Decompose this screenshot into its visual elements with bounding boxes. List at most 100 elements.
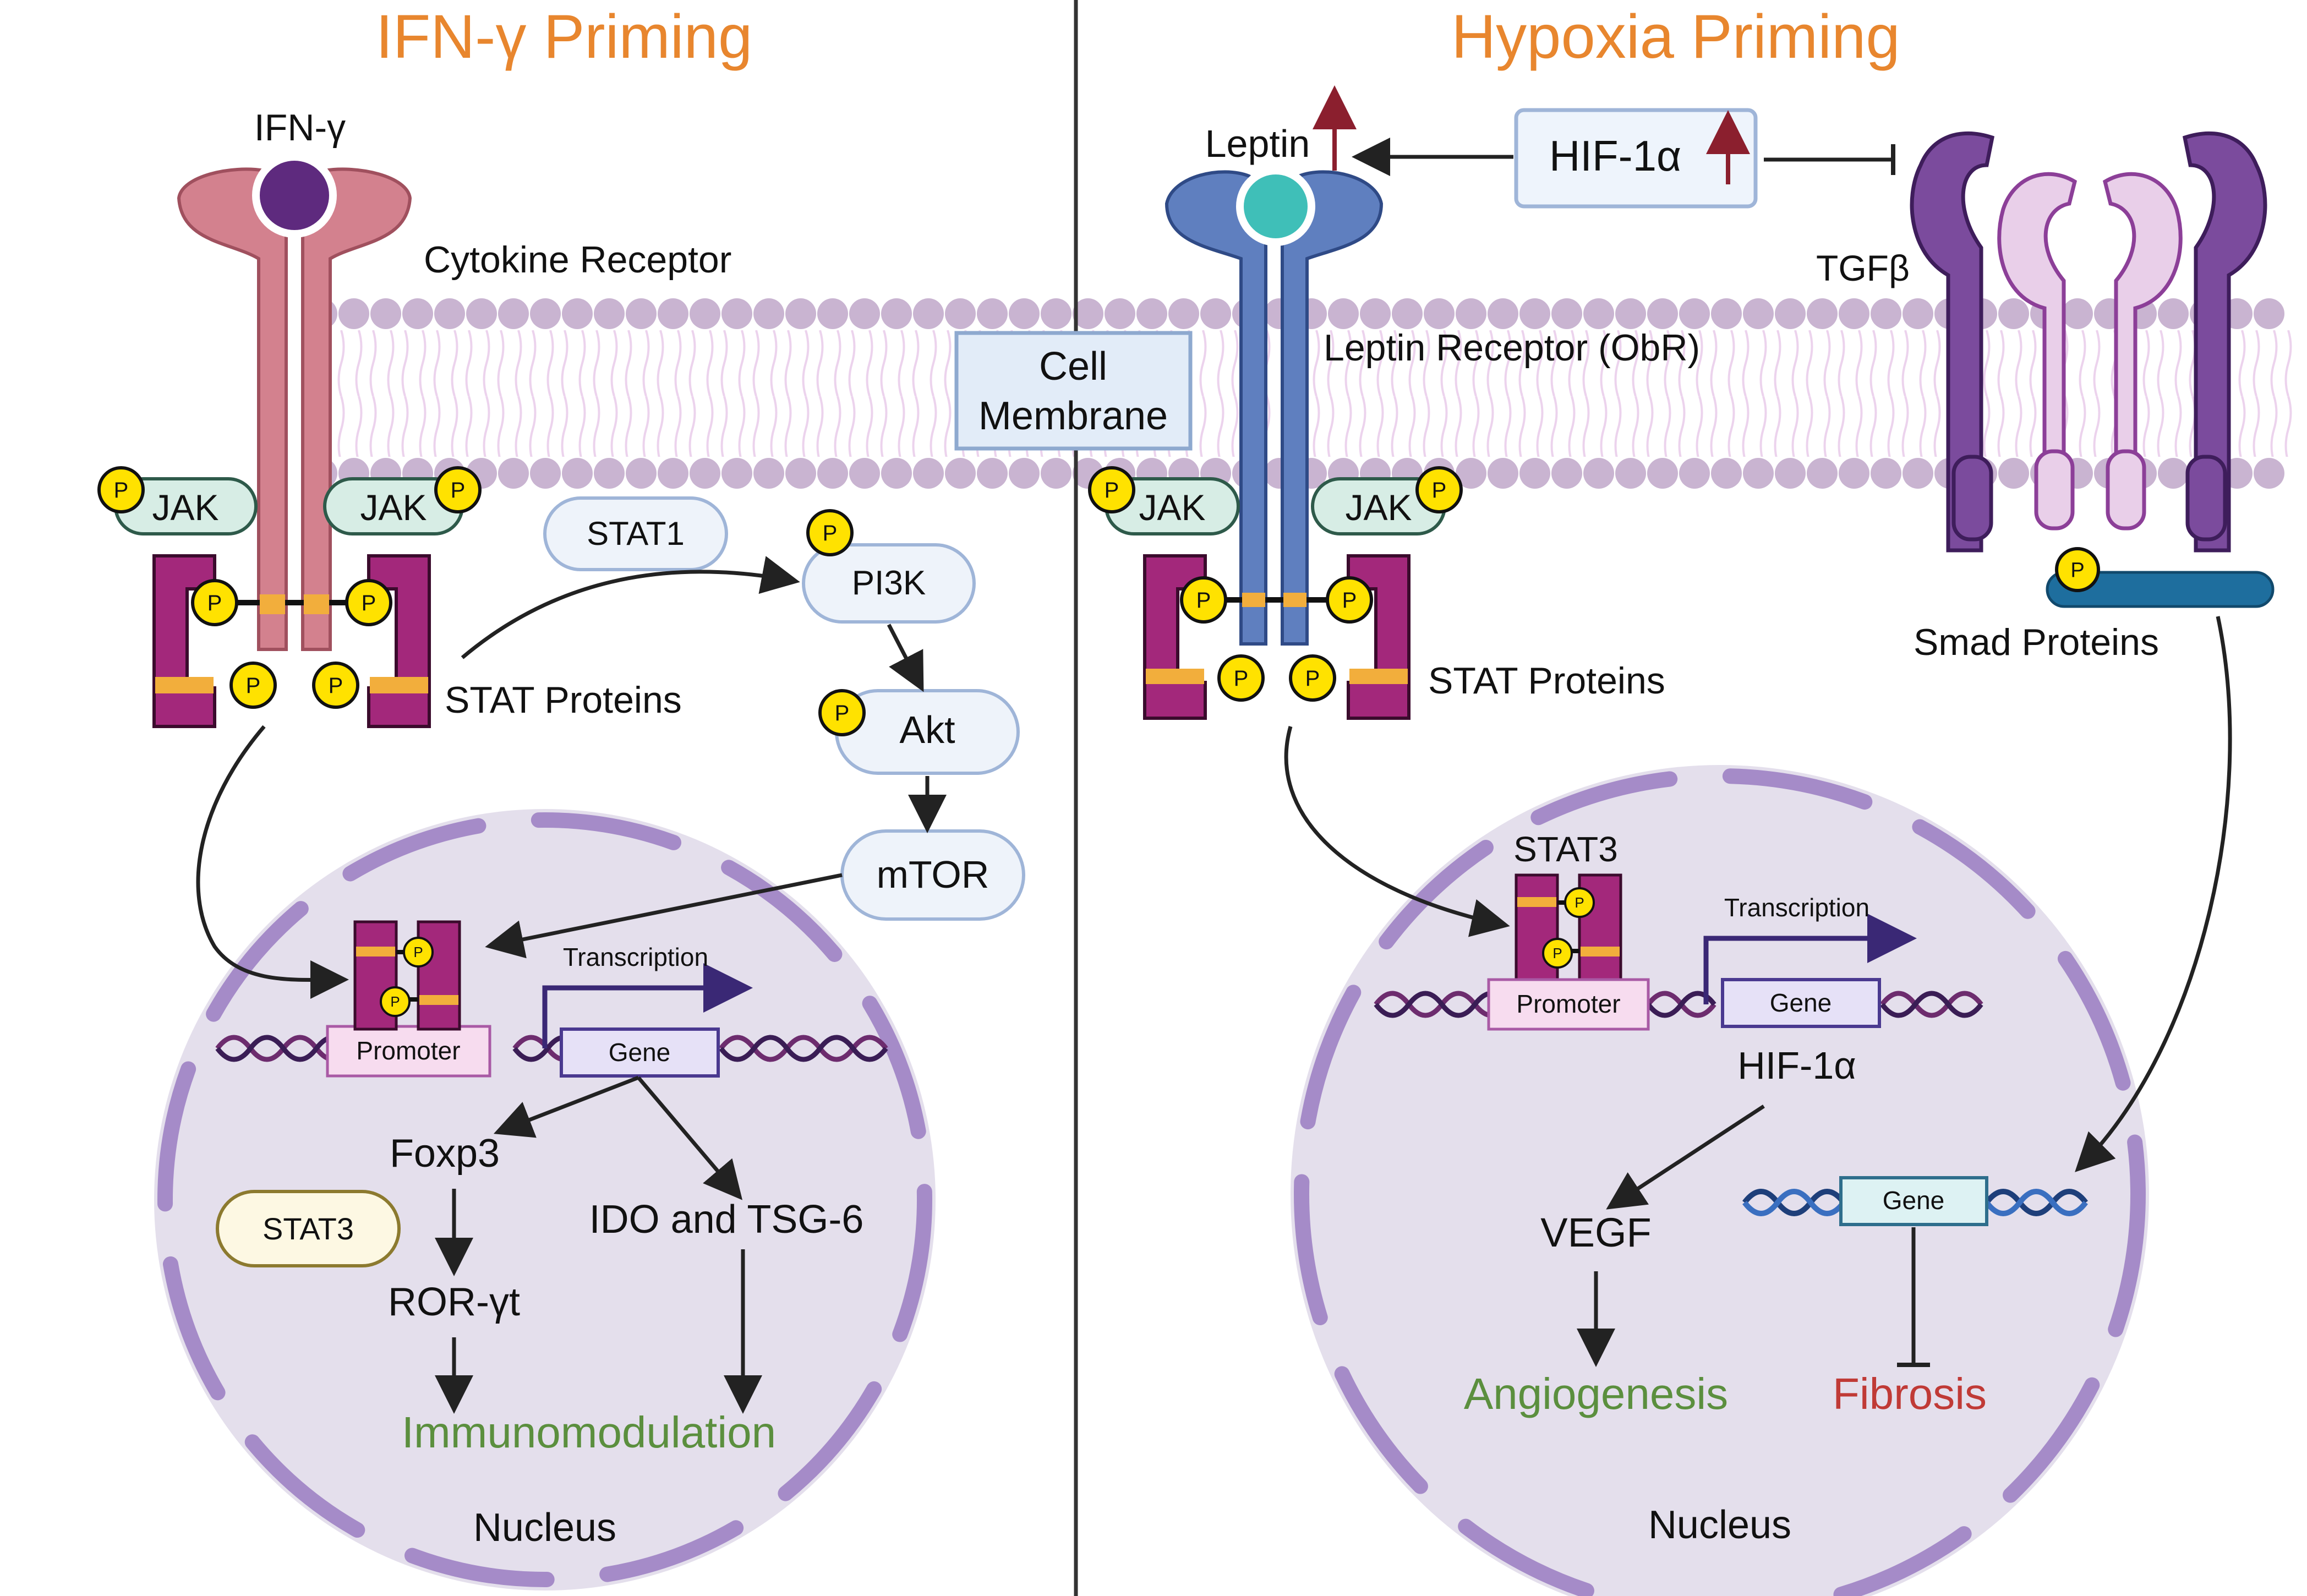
lipid-head <box>1041 458 1072 489</box>
ifn-gamma-label: IFN-γ <box>254 107 346 149</box>
lipid-head <box>785 458 816 489</box>
lipid-head <box>1743 458 1774 489</box>
lipid-head <box>913 298 944 329</box>
vegf-label: VEGF <box>1540 1210 1651 1255</box>
lipid-head <box>658 298 688 329</box>
akt-node: Akt <box>835 689 1020 775</box>
phosphate-badge: P <box>380 986 411 1017</box>
phosphate-badge: P <box>1217 654 1265 702</box>
left-nucleus-label: Nucleus <box>473 1506 616 1550</box>
phosphate-badge: P <box>1180 576 1227 624</box>
lipid-head <box>626 298 657 329</box>
phosphate-badge: P <box>345 579 392 626</box>
hif1a-box-label: HIF-1α <box>1549 132 1681 180</box>
jak-left-1: JAK <box>114 477 258 535</box>
lipid-head <box>498 298 529 329</box>
left-stat-proteins-label: STAT Proteins <box>445 679 682 721</box>
lipid-head <box>1871 458 1901 489</box>
lipid-head <box>945 458 976 489</box>
arrow-stat-to-stat3 <box>1284 726 1510 937</box>
phosphate-badge: P <box>191 579 238 626</box>
mtor-node: mTOR <box>840 829 1025 921</box>
lipid-head <box>1647 298 1678 329</box>
phosphate-label: P <box>246 674 261 698</box>
phosphate-label: P <box>329 674 343 698</box>
phosphate-badge: P <box>403 937 434 968</box>
right-gene-box: Gene <box>1721 978 1881 1028</box>
jak-right-1-label: JAK <box>1139 487 1205 528</box>
lipid-head <box>1073 298 1103 329</box>
stat-left-band-1 <box>260 595 285 610</box>
arrow-hif-to-vegf <box>1606 1105 1765 1210</box>
lipid-head <box>1456 298 1486 329</box>
inhibit-gene-to-fibrosis <box>1897 1227 1930 1367</box>
inhibit-hif-to-tgf <box>1764 144 1895 175</box>
left-promoter-label: Promoter <box>356 1036 460 1065</box>
lipid-head <box>1551 458 1582 489</box>
phosphate-label: P <box>1432 478 1447 502</box>
stat-protein-right-a <box>1143 554 1207 720</box>
lipid-head <box>945 298 976 329</box>
lipid-head <box>977 458 1008 489</box>
right-promoter-label: Promoter <box>1516 990 1620 1018</box>
pi3k-label: PI3K <box>852 564 926 602</box>
lipid-head <box>1711 458 1742 489</box>
phosphate-badge: P <box>1289 654 1336 702</box>
lipid-head <box>370 298 401 329</box>
lipid-head <box>690 298 720 329</box>
lipid-head <box>1105 298 1135 329</box>
immunomodulation-label: Immunomodulation <box>402 1408 776 1457</box>
lipid-head <box>466 298 497 329</box>
phosphate-badge: P <box>97 466 145 513</box>
phosphate-label: P <box>390 993 400 1010</box>
jak-left-2-label: JAK <box>360 487 427 528</box>
lipid-head <box>1679 458 1710 489</box>
lipid-head <box>1871 298 1901 329</box>
foxp3-label: Foxp3 <box>390 1132 500 1176</box>
leptin-ligand <box>1236 167 1315 246</box>
stat-protein-left-a <box>152 554 216 728</box>
membrane-heads-top <box>307 298 2284 329</box>
lipid-head <box>849 458 880 489</box>
phosphate-badge: P <box>818 689 866 736</box>
lipid-head <box>1424 298 1455 329</box>
smad-protein <box>2046 571 2275 608</box>
left-transcription-arrow <box>542 963 753 1048</box>
lipid-head <box>1392 298 1423 329</box>
tgf-beta-label: TGFβ <box>1816 248 1910 288</box>
lipid-head <box>1679 298 1710 329</box>
lipid-head <box>753 298 784 329</box>
phosphate-label: P <box>2070 559 2084 582</box>
lipid-head <box>658 458 688 489</box>
arrow-gene-to-ido <box>637 1076 743 1200</box>
left-transcription-label: Transcription <box>563 943 708 971</box>
left-gene-label: Gene <box>609 1038 671 1067</box>
lipid-head <box>1488 298 1518 329</box>
lipid-head <box>1647 458 1678 489</box>
stat-protein-right-b <box>1347 554 1411 720</box>
lipid-head <box>1200 298 1231 329</box>
tgf-beta-receptor <box>1910 131 2267 553</box>
right-gene2-label: Gene <box>1883 1186 1945 1215</box>
right-gene-label: Gene <box>1770 988 1832 1017</box>
fibrosis-label: Fibrosis <box>1833 1369 1987 1418</box>
right-nucleus-label: Nucleus <box>1648 1503 1791 1547</box>
ror-gamma-t-label: ROR-γt <box>388 1280 520 1324</box>
phosphate-badge: P <box>1415 466 1463 513</box>
right-panel-title: Hypoxia Priming <box>1451 2 1900 71</box>
phosphate-label: P <box>823 521 838 545</box>
pi3k-node: PI3K <box>802 543 976 624</box>
lipid-head <box>1743 298 1774 329</box>
lipid-head <box>1839 458 1869 489</box>
phosphate-badge: P <box>1326 576 1373 624</box>
lipid-head <box>1360 298 1391 329</box>
phosphate-label: P <box>1105 478 1119 502</box>
lipid-head <box>977 298 1008 329</box>
lipid-head <box>1168 298 1199 329</box>
stat-right-band-2 <box>1283 593 1306 607</box>
phosphate-label: P <box>1552 945 1562 961</box>
phosphate-label: P <box>1196 588 1211 613</box>
lipid-head <box>881 458 912 489</box>
lipid-head <box>1775 298 1806 329</box>
